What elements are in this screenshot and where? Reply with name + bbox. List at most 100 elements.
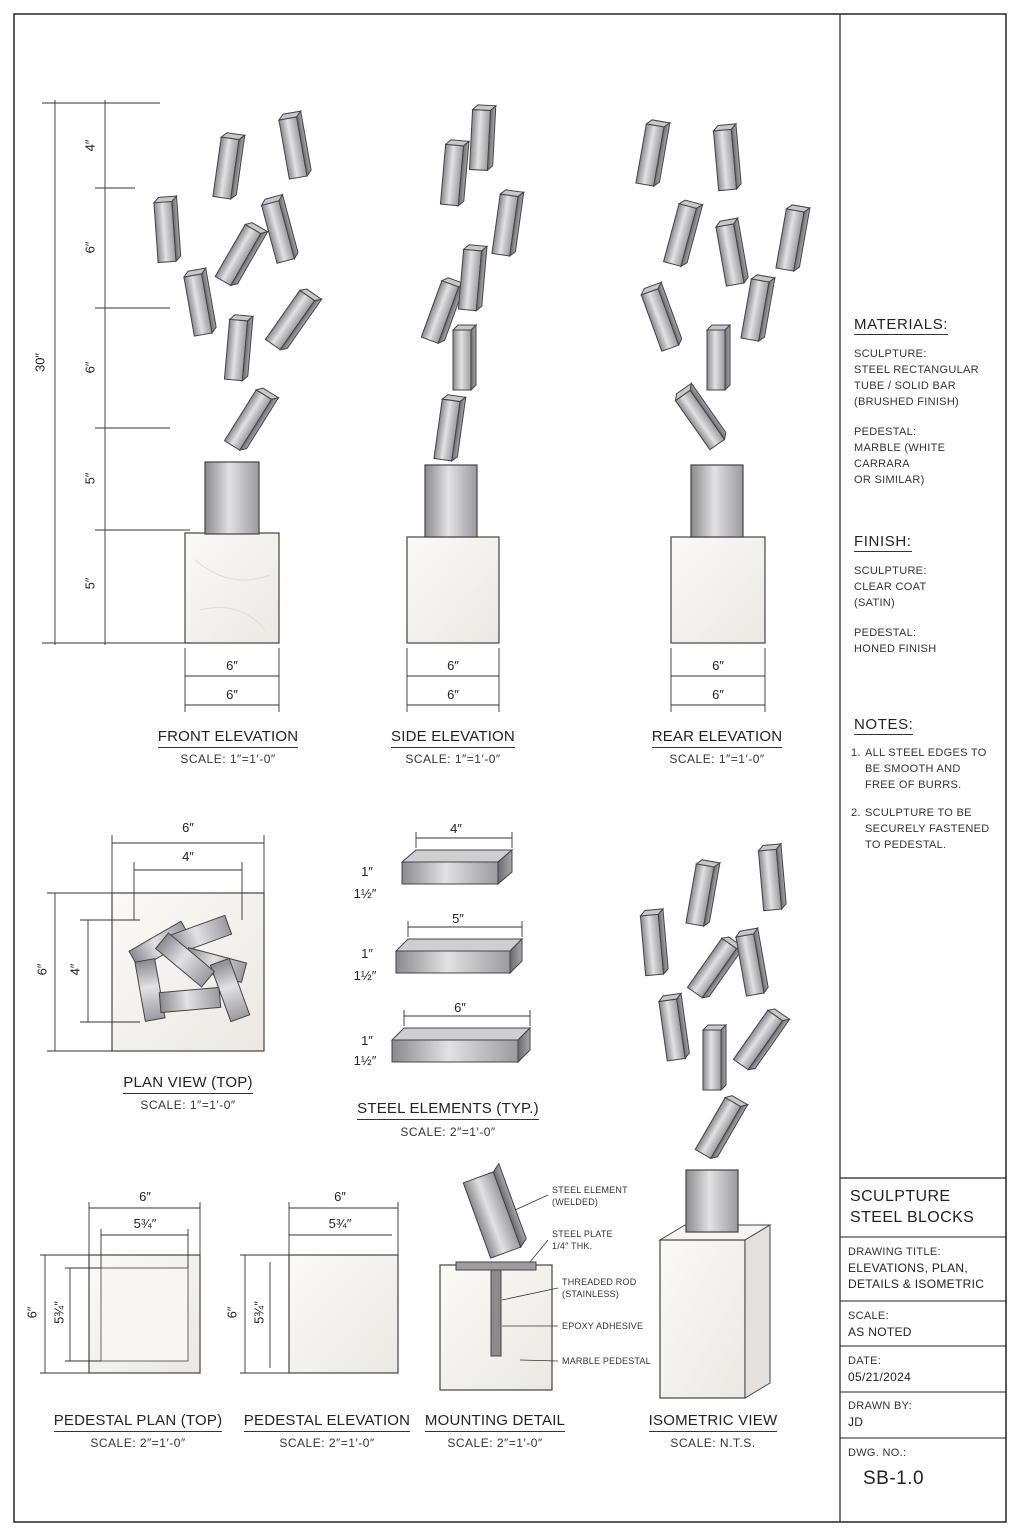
ped-plan-outer-width: 6″ xyxy=(139,1189,151,1204)
steel-1-height: 1″ xyxy=(361,864,373,879)
materials-pedestal-line-2: OR SIMILAR) xyxy=(854,474,925,486)
mounting-detail-drawing xyxy=(439,1162,553,1391)
width-dimension-lines xyxy=(184,648,766,712)
title-block-date: DATE: 05/21/2024 xyxy=(848,1355,912,1384)
rear-width-top: 6″ xyxy=(712,658,724,673)
steel-elements-scale: SCALE: 2″=1′-0″ xyxy=(400,1125,496,1139)
title-block-drawing-title: DRAWING TITLE: ELEVATIONS, PLAN, DETAILS… xyxy=(848,1246,985,1291)
height-dimension-lines xyxy=(42,100,190,645)
ped-plan-inner-height: 5¾″ xyxy=(51,1301,67,1324)
steel-2-width: 1½″ xyxy=(353,968,377,983)
isometric-view-title: ISOMETRIC VIEW xyxy=(613,1412,813,1432)
pedestal-plan-scale: SCALE: 2″=1′-0″ xyxy=(90,1436,186,1450)
height-seg-5: 5″ xyxy=(82,577,98,590)
materials-pedestal-label: PEDESTAL: xyxy=(854,426,917,438)
front-elevation-title: FRONT ELEVATION xyxy=(128,728,328,748)
front-pedestal xyxy=(184,532,280,644)
side-width-top: 6″ xyxy=(447,658,459,673)
plan-outer-width: 6″ xyxy=(182,820,194,835)
pedestal-plan-drawing xyxy=(88,1254,201,1374)
steel-2-height: 1″ xyxy=(361,946,373,961)
mounting-leaders xyxy=(501,1194,559,1362)
materials-pedestal-line-1: MARBLE (WHITE CARRARA xyxy=(854,442,946,470)
materials-sculpture-line-1: STEEL RECTANGULAR xyxy=(854,364,979,376)
steel-1-width: 1½″ xyxy=(353,886,377,901)
isometric-view-drawing xyxy=(639,843,791,1399)
side-width-bottom: 6″ xyxy=(447,687,459,702)
plan-view-title: PLAN VIEW (TOP) xyxy=(88,1074,288,1094)
steel-3-height: 1″ xyxy=(361,1033,373,1048)
mounting-detail-scale: SCALE: 2″=1′-0″ xyxy=(447,1436,543,1450)
notes-heading: NOTES: xyxy=(854,716,914,735)
threaded-rod xyxy=(490,1269,502,1357)
note-1: 1. ALL STEEL EDGES TO BE SMOOTH AND FREE… xyxy=(851,747,987,791)
rear-width-bottom: 6″ xyxy=(712,687,724,702)
materials-heading: MATERIALS: xyxy=(854,316,949,335)
finish-pedestal-label: PEDESTAL: xyxy=(854,627,917,639)
pedestal-plan-title: PEDESTAL PLAN (TOP) xyxy=(38,1412,238,1432)
finish-section: FINISH: SCULPTURE: CLEAR COAT (SATIN) PE… xyxy=(854,533,1004,657)
mounting-detail-title: MOUNTING DETAIL xyxy=(395,1412,595,1432)
isometric-view-scale: SCALE: N.T.S. xyxy=(670,1436,756,1450)
steel-elements-drawing xyxy=(390,848,532,1064)
finish-heading: FINISH: xyxy=(854,533,912,552)
title-block-lines xyxy=(840,1236,1006,1439)
front-base-block xyxy=(204,461,260,535)
callout-threaded-rod: THREADED ROD (STAINLESS) xyxy=(562,1277,637,1299)
total-height-dim: 30″ xyxy=(32,352,48,373)
steel-elements-title: STEEL ELEMENTS (TYP.) xyxy=(348,1100,548,1120)
note-2: 2. SCULPTURE TO BE SECURELY FASTENED TO … xyxy=(851,807,990,851)
finish-sculpture-line-1: CLEAR COAT xyxy=(854,581,927,593)
plan-outer-height: 6″ xyxy=(34,963,50,976)
ped-elev-outer-height: 6″ xyxy=(224,1306,240,1319)
plan-inner-height: 4″ xyxy=(67,963,83,976)
front-width-bottom: 6″ xyxy=(226,687,238,702)
sheet-border xyxy=(13,13,1007,1523)
pedestal-elevation-scale: SCALE: 2″=1′-0″ xyxy=(279,1436,375,1450)
pedestal-elevation-drawing xyxy=(288,1254,399,1374)
notes-section: NOTES: 1. ALL STEEL EDGES TO BE SMOOTH A… xyxy=(851,716,1004,853)
steel-2-length: 5″ xyxy=(452,911,464,926)
pedestal-elevation-title: PEDESTAL ELEVATION xyxy=(227,1412,427,1432)
side-elevation-drawing xyxy=(406,104,525,644)
title-block-drawn-by: DRAWN BY: JD xyxy=(848,1400,913,1429)
finish-pedestal-line-1: HONED FINISH xyxy=(854,643,937,655)
plan-view-scale: SCALE: 1″=1′-0″ xyxy=(140,1098,236,1112)
finish-sculpture-line-2: (SATIN) xyxy=(854,597,896,609)
front-elevation-scale: SCALE: 1″=1′-0″ xyxy=(180,752,276,766)
materials-sculpture-label: SCULPTURE: xyxy=(854,348,927,360)
callout-steel-element: STEEL ELEMENT (WELDED) xyxy=(552,1185,628,1207)
plan-inner-width: 4″ xyxy=(182,849,194,864)
callout-steel-plate: STEEL PLATE 1/4″ THK. xyxy=(552,1229,613,1251)
steel-3-length: 6″ xyxy=(454,1000,466,1015)
title-block-dwg-no: DWG. NO.: SB-1.0 xyxy=(848,1446,1003,1490)
front-elevation-drawing xyxy=(153,110,323,644)
rear-elevation-title: REAR ELEVATION xyxy=(617,728,817,748)
callout-epoxy: EPOXY ADHESIVE xyxy=(562,1321,644,1331)
height-seg-2: 6″ xyxy=(82,241,98,254)
front-width-top: 6″ xyxy=(226,658,238,673)
ped-elev-inner-width: 5¾″ xyxy=(328,1216,352,1231)
title-block-scale: SCALE: AS NOTED xyxy=(848,1310,912,1339)
plan-view-drawing xyxy=(111,892,265,1052)
steel-1-length: 4″ xyxy=(450,821,462,836)
title-block-project: SCULPTURE STEEL BLOCKS xyxy=(850,1188,975,1226)
materials-sculpture-line-3: (BRUSHED FINISH) xyxy=(854,396,960,408)
ped-plan-outer-height: 6″ xyxy=(24,1306,40,1319)
height-seg-3: 6″ xyxy=(82,361,98,374)
rear-elevation-scale: SCALE: 1″=1′-0″ xyxy=(669,752,765,766)
rear-elevation-drawing xyxy=(635,118,811,644)
height-seg-4: 5″ xyxy=(82,472,98,485)
side-elevation-title: SIDE ELEVATION xyxy=(353,728,553,748)
height-seg-1: 4″ xyxy=(82,139,98,152)
callout-marble-pedestal: MARBLE PEDESTAL xyxy=(562,1356,651,1366)
steel-3-width: 1½″ xyxy=(353,1053,377,1068)
finish-sculpture-label: SCULPTURE: xyxy=(854,565,927,577)
side-elevation-scale: SCALE: 1″=1′-0″ xyxy=(405,752,501,766)
materials-section: MATERIALS: SCULPTURE: STEEL RECTANGULAR … xyxy=(854,316,1004,488)
ped-plan-inner-width: 5¾″ xyxy=(133,1216,157,1231)
ped-elev-outer-width: 6″ xyxy=(334,1189,346,1204)
dwg-number: SB-1.0 xyxy=(863,1468,925,1489)
ped-elev-inner-height: 5¾″ xyxy=(251,1301,267,1324)
